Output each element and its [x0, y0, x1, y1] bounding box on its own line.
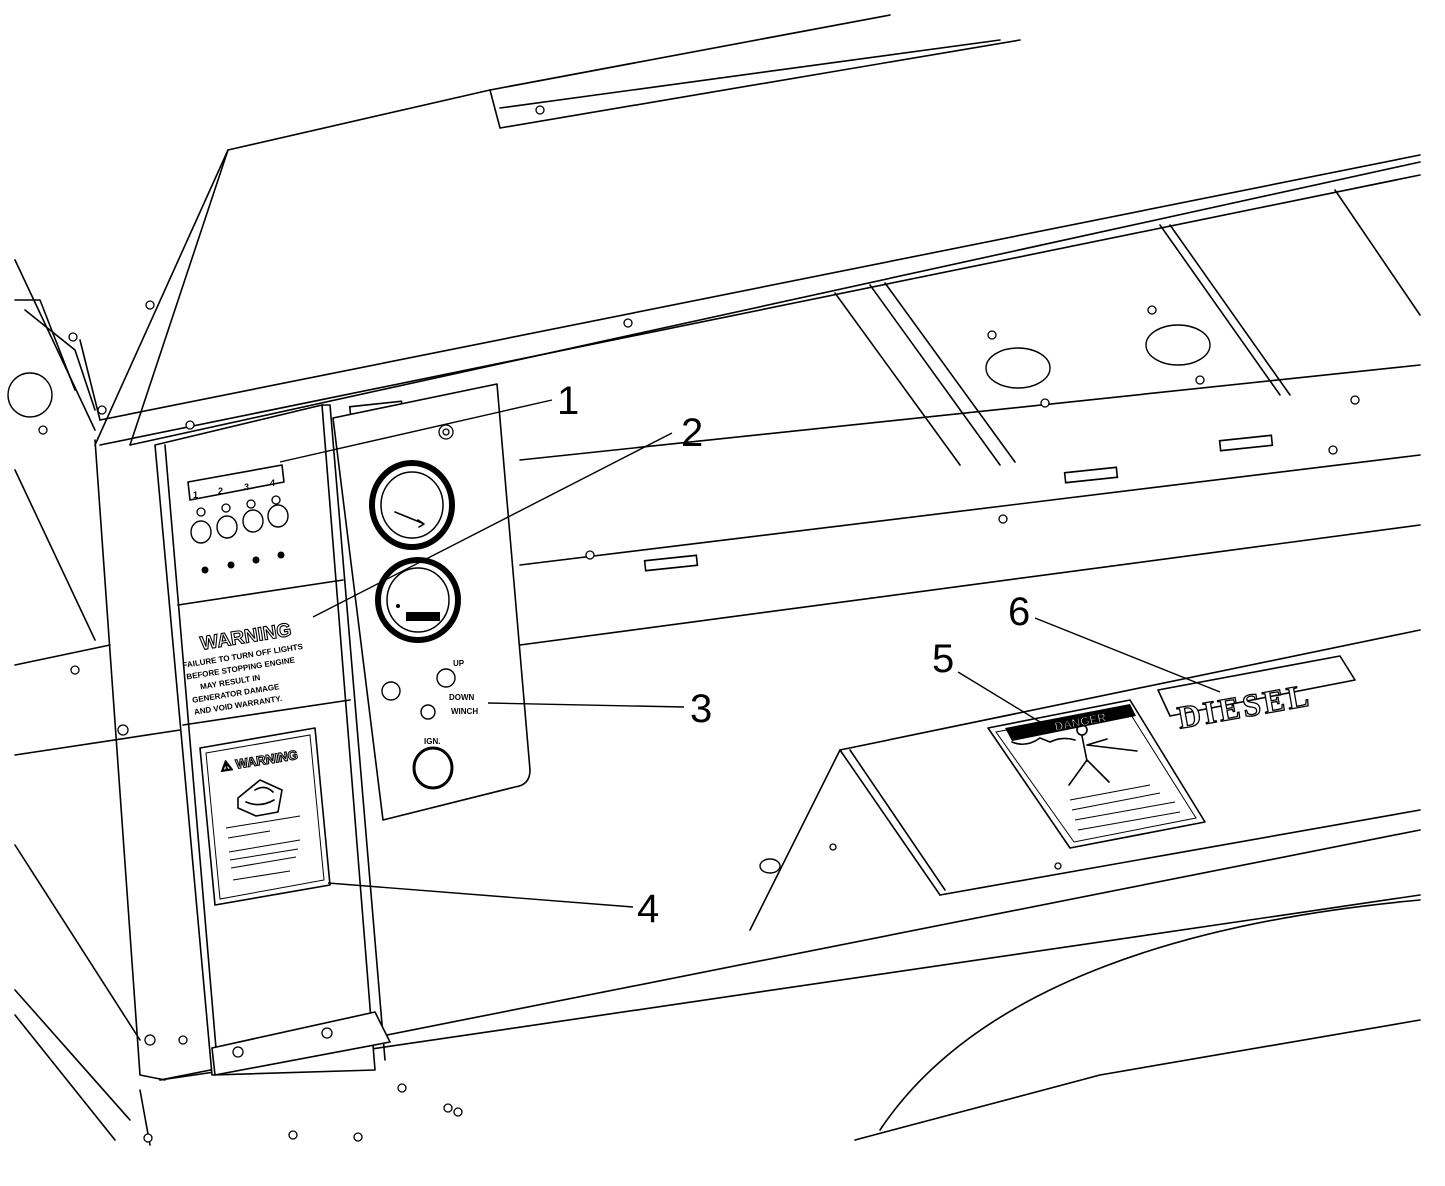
svg-text:4: 4	[270, 478, 275, 488]
indicator-light	[381, 681, 401, 701]
callout-6: 6	[1008, 590, 1030, 634]
diesel-decal: DIESEL	[1157, 655, 1356, 736]
hour-meter-gauge	[369, 460, 455, 550]
winch-up-label: UP	[453, 659, 465, 668]
frame-structure	[7, 14, 1421, 1146]
warning-decal-manual: ⚠ WARNING	[199, 727, 331, 906]
callout-4: 4	[637, 887, 659, 931]
callout-3: 3	[690, 687, 712, 731]
callout-leaders	[279, 399, 1221, 908]
winch-label: WINCH	[451, 707, 478, 716]
light-switch-panel: 1 2 3 4	[187, 464, 289, 574]
svg-text:2: 2	[218, 486, 223, 496]
gauge-panel: UP DOWN WINCH IGN.	[332, 383, 531, 821]
winch-down-label: DOWN	[449, 693, 475, 702]
callout-5: 5	[932, 637, 954, 681]
winch-up-button	[436, 668, 456, 688]
danger-decal: ⚠ DANGER	[987, 699, 1206, 849]
callout-1: 1	[557, 379, 579, 423]
callout-2: 2	[681, 411, 703, 455]
voltmeter-gauge	[375, 557, 461, 643]
winch-down-button	[420, 704, 436, 720]
svg-text:3: 3	[244, 482, 249, 492]
svg-text:IGN.: IGN.	[424, 737, 440, 746]
ignition-switch: IGN.	[412, 737, 454, 790]
svg-text:1: 1	[193, 490, 198, 500]
